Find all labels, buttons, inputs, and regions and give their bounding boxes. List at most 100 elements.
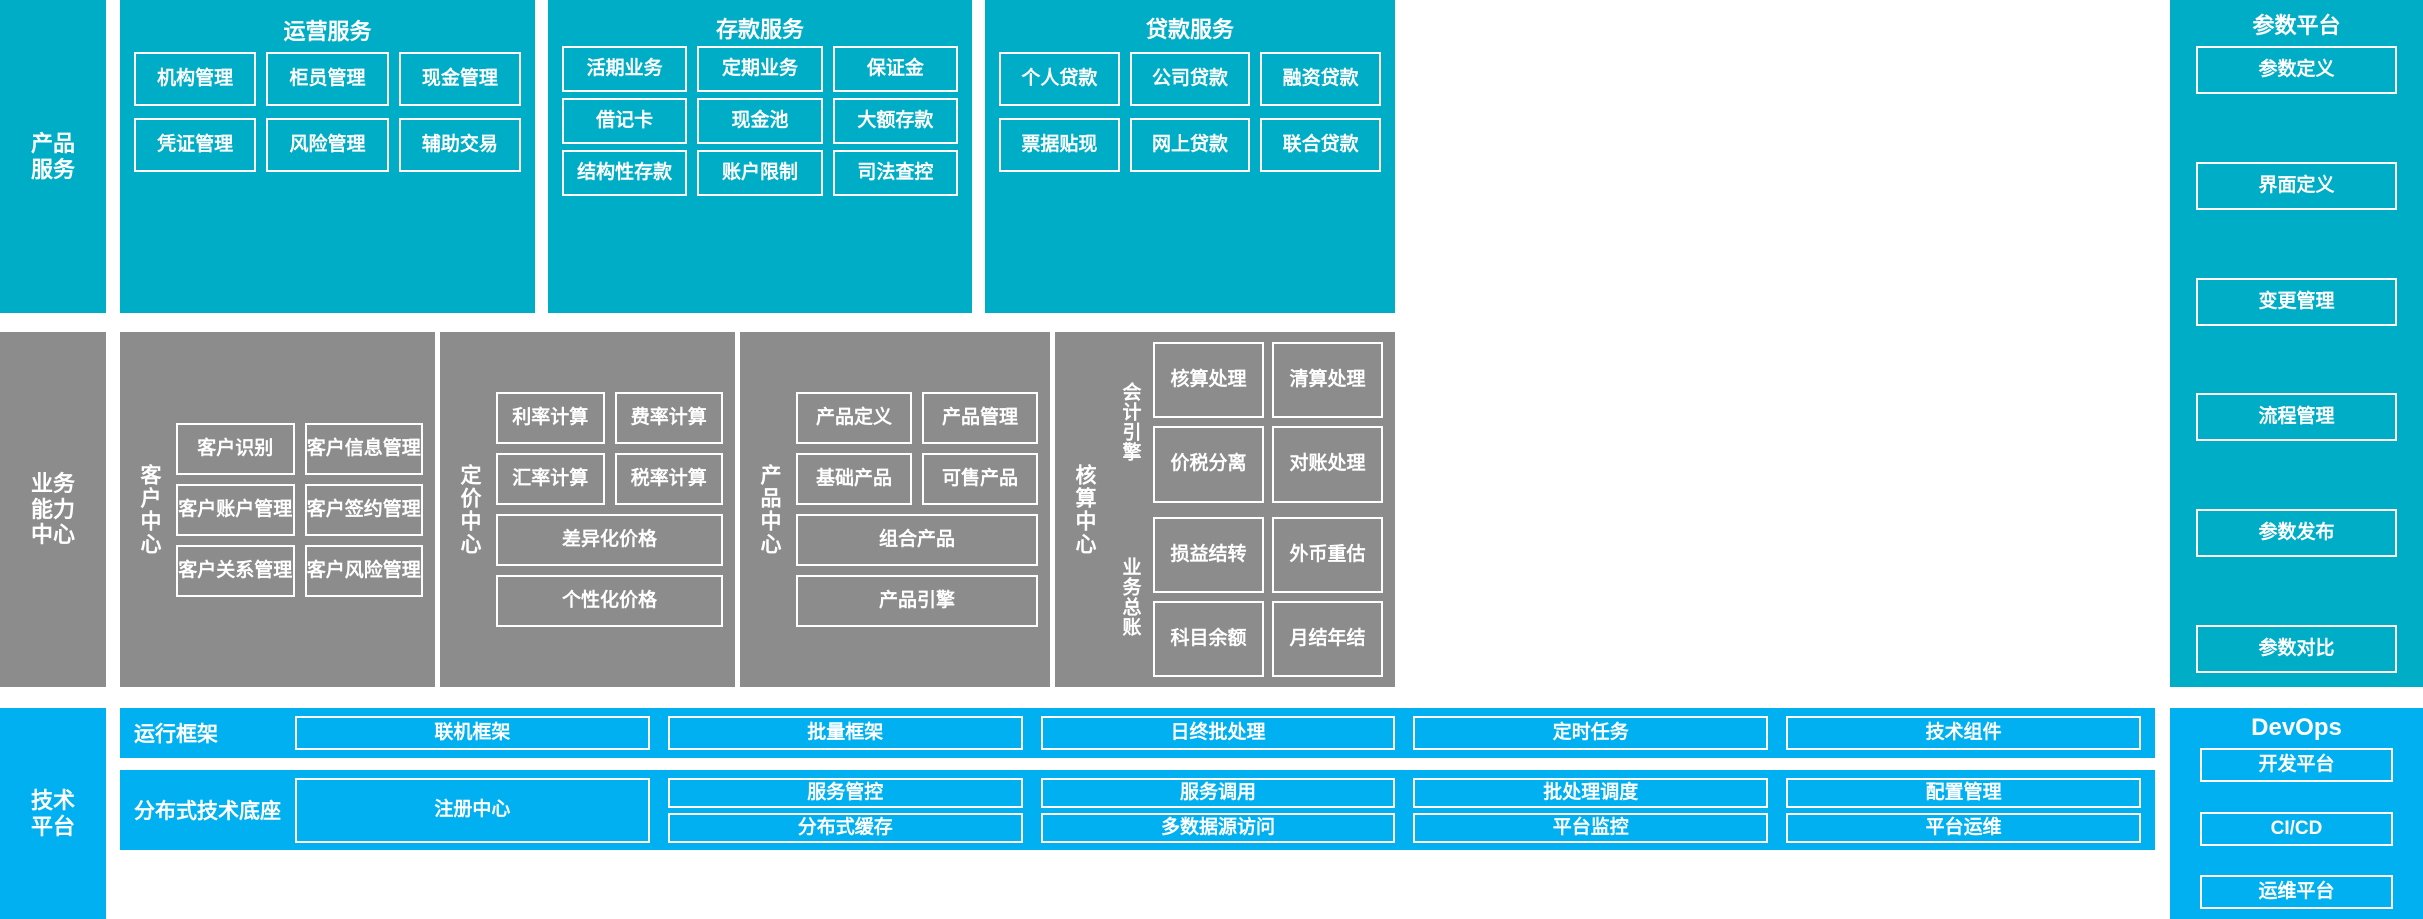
distributed-foundation-label: 分布式技术底座 xyxy=(134,800,281,823)
service-box[interactable]: 现金管理 xyxy=(398,52,521,106)
service-box[interactable]: 风险管理 xyxy=(266,118,389,172)
parameter-item[interactable]: 参数定义 xyxy=(2196,46,2397,94)
devops-item[interactable]: 运维平台 xyxy=(2200,875,2393,909)
parameter-item[interactable]: 变更管理 xyxy=(2196,277,2397,326)
service-box[interactable]: 保证金 xyxy=(832,46,958,92)
capability-box[interactable]: 费率计算 xyxy=(614,392,723,444)
accounting-center-label: 核算中心 xyxy=(1073,463,1096,556)
label-line-1: 技术 xyxy=(30,787,75,813)
accounting-center-body: 会计引擎 核算处理 清算处理 价税分离 对账处理 业务总账 损益结转 外币重估 … xyxy=(1105,332,1395,687)
product-services-layer: 产品 服务 运营服务 机构管理 柜员管理 现金管理 凭证管理 风险管理 辅助交易… xyxy=(0,0,2423,687)
block-runtime-framework: 运行框架 联机框架 批量框架 日终批处理 定时任务 技术组件 xyxy=(120,708,2155,758)
capability-box[interactable]: 对账处理 xyxy=(1272,426,1383,503)
tech-box[interactable]: 批处理调度 xyxy=(1413,777,1769,808)
capability-box[interactable]: 利率计算 xyxy=(496,392,605,444)
parameter-item[interactable]: 参数对比 xyxy=(2196,624,2397,673)
service-box[interactable]: 结构性存款 xyxy=(562,150,688,196)
tech-box[interactable]: 定时任务 xyxy=(1413,716,1769,750)
service-box[interactable]: 凭证管理 xyxy=(134,118,257,172)
tech-box[interactable]: 平台监控 xyxy=(1413,812,1769,843)
devops-item[interactable]: CI/CD xyxy=(2200,811,2393,846)
capability-box[interactable]: 差异化价格 xyxy=(496,514,723,566)
service-box[interactable]: 账户限制 xyxy=(697,150,823,196)
panel-operation-services: 运营服务 机构管理 柜员管理 现金管理 凭证管理 风险管理 辅助交易 xyxy=(120,0,535,313)
capability-box[interactable]: 可售产品 xyxy=(922,453,1038,505)
capability-box[interactable]: 损益结转 xyxy=(1153,516,1264,593)
parameter-item[interactable]: 流程管理 xyxy=(2196,393,2397,442)
capability-box[interactable]: 组合产品 xyxy=(796,514,1038,566)
tech-box[interactable]: 服务调用 xyxy=(1040,777,1396,808)
operation-services-grid: 机构管理 柜员管理 现金管理 凭证管理 风险管理 辅助交易 xyxy=(134,52,521,172)
tech-box[interactable]: 注册中心 xyxy=(295,777,650,843)
service-box[interactable]: 司法查控 xyxy=(832,150,958,196)
tech-column: 配置管理 平台运维 xyxy=(1786,777,2141,843)
service-box[interactable]: 定期业务 xyxy=(697,46,823,92)
service-box[interactable]: 个人贷款 xyxy=(999,52,1120,106)
panel-customer-center: 客户中心 客户识别 客户信息管理 客户账户管理 客户签约管理 客户关系管理 客户… xyxy=(120,332,435,687)
pricing-center-label: 定价中心 xyxy=(458,463,481,556)
tech-box[interactable]: 平台运维 xyxy=(1786,812,2141,843)
tech-box[interactable]: 服务管控 xyxy=(667,777,1023,808)
capability-box[interactable]: 个性化价格 xyxy=(496,575,723,627)
service-box[interactable]: 柜员管理 xyxy=(266,52,389,106)
devops-item[interactable]: 开发平台 xyxy=(2200,748,2393,782)
capability-box[interactable]: 产品引擎 xyxy=(796,575,1038,627)
business-capability-layer-label: 业务 能力 中心 xyxy=(0,332,106,687)
service-box[interactable]: 网上贷款 xyxy=(1129,118,1251,172)
capability-box[interactable]: 客户签约管理 xyxy=(304,483,423,536)
panel-loan-services: 贷款服务 个人贷款 公司贷款 融资贷款 票据贴现 网上贷款 联合贷款 xyxy=(985,0,1395,313)
capability-box[interactable]: 月结年结 xyxy=(1272,600,1383,677)
business-capability-layer: 业务 能力 中心 客户中心 客户识别 客户信息管理 客户账户管理 客户签约管理 … xyxy=(0,332,2423,687)
service-box[interactable]: 公司贷款 xyxy=(1129,52,1251,106)
tech-box[interactable]: 配置管理 xyxy=(1786,777,2141,808)
devops-list: 开发平台 CI/CD 运维平台 xyxy=(2200,748,2393,909)
devops-title: DevOps xyxy=(2251,714,2342,741)
capability-box[interactable]: 客户账户管理 xyxy=(176,483,295,536)
capability-box[interactable]: 客户信息管理 xyxy=(304,422,423,475)
service-box[interactable]: 票据贴现 xyxy=(999,118,1120,172)
tech-box[interactable]: 批量框架 xyxy=(667,716,1023,750)
panel-operation-services-title: 运营服务 xyxy=(283,19,372,44)
parameter-item[interactable]: 界面定义 xyxy=(2196,161,2397,210)
distributed-foundation-items: 注册中心 服务管控 分布式缓存 服务调用 多数据源访问 批处理调度 平台监控 配… xyxy=(295,777,2155,843)
tech-box[interactable]: 技术组件 xyxy=(1786,716,2141,750)
capability-row: 个性化价格 xyxy=(496,575,723,627)
business-ledger-label: 业务总账 xyxy=(1119,556,1141,637)
panel-product-center: 产品中心 产品定义 产品管理 基础产品 可售产品 组合产品 产品引擎 xyxy=(740,332,1050,687)
capability-box[interactable]: 核算处理 xyxy=(1153,342,1264,419)
capability-box[interactable]: 基础产品 xyxy=(796,453,912,505)
capability-box[interactable]: 客户识别 xyxy=(176,422,295,475)
label-line-2: 服务 xyxy=(30,156,75,182)
capability-box[interactable]: 客户风险管理 xyxy=(304,544,423,597)
tech-box[interactable]: 分布式缓存 xyxy=(667,812,1023,843)
capability-box[interactable]: 外币重估 xyxy=(1272,516,1383,593)
capability-box[interactable]: 价税分离 xyxy=(1153,426,1264,503)
tech-column: 服务管控 分布式缓存 xyxy=(667,777,1023,843)
service-box[interactable]: 融资贷款 xyxy=(1260,52,1381,106)
customer-center-label: 客户中心 xyxy=(138,463,161,556)
capability-box[interactable]: 客户关系管理 xyxy=(176,544,295,597)
service-box[interactable]: 借记卡 xyxy=(562,98,688,144)
capability-box[interactable]: 科目余额 xyxy=(1153,600,1264,677)
accounting-subgroup-ledger: 业务总账 损益结转 外币重估 科目余额 月结年结 xyxy=(1105,516,1383,677)
label-line-1: 产品 xyxy=(30,130,75,156)
capability-box[interactable]: 清算处理 xyxy=(1272,342,1383,419)
parameter-item[interactable]: 参数发布 xyxy=(2196,509,2397,558)
panel-loan-services-title: 贷款服务 xyxy=(1145,17,1234,42)
tech-box[interactable]: 联机框架 xyxy=(295,716,650,750)
capability-box[interactable]: 产品定义 xyxy=(796,392,912,444)
capability-box[interactable]: 产品管理 xyxy=(922,392,1038,444)
service-box[interactable]: 辅助交易 xyxy=(398,118,521,172)
capability-box[interactable]: 税率计算 xyxy=(614,453,723,505)
capability-row: 客户关系管理 客户风险管理 xyxy=(176,544,423,597)
label-line-2: 能力 xyxy=(30,496,75,522)
service-box[interactable]: 联合贷款 xyxy=(1260,118,1381,172)
service-box[interactable]: 大额存款 xyxy=(832,98,958,144)
service-box[interactable]: 机构管理 xyxy=(134,52,257,106)
service-box[interactable]: 活期业务 xyxy=(562,46,688,92)
accounting-engine-grid: 核算处理 清算处理 价税分离 对账处理 xyxy=(1153,342,1383,503)
tech-box[interactable]: 多数据源访问 xyxy=(1040,812,1396,843)
capability-box[interactable]: 汇率计算 xyxy=(496,453,605,505)
tech-box[interactable]: 日终批处理 xyxy=(1040,716,1396,750)
service-box[interactable]: 现金池 xyxy=(697,98,823,144)
